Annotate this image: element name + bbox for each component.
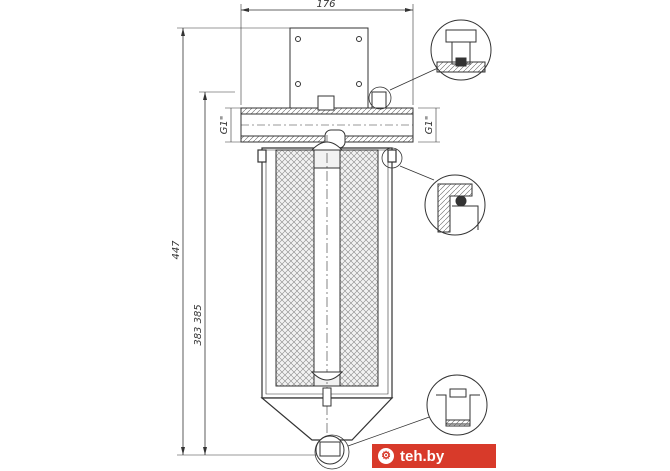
logo-icon: ⚙ (378, 448, 394, 464)
dimension-height-total: 447 (171, 240, 182, 260)
dimension-width-label: 176 (316, 0, 335, 10)
dimension-height: 447 383 385 (171, 27, 330, 456)
drain-plug (315, 435, 345, 465)
thread-dimension-right: G1" (418, 107, 440, 143)
thread-right-label: G1" (424, 116, 435, 135)
detail-view-valve (430, 19, 492, 81)
detail-view-drain (426, 374, 488, 436)
detail-markers (314, 67, 439, 470)
watermark-badge: ⚙ teh.by (372, 444, 496, 468)
mounting-bracket (289, 27, 369, 109)
thread-dimension-left: G1" (219, 107, 242, 143)
detail-view-seal (424, 174, 486, 236)
filter-cartridge (275, 135, 379, 445)
dimension-height-inner: 383 385 (193, 304, 204, 345)
thread-left-label: G1" (219, 116, 230, 135)
dimension-width: 176 (240, 0, 414, 105)
watermark-text: teh.by (400, 447, 445, 465)
